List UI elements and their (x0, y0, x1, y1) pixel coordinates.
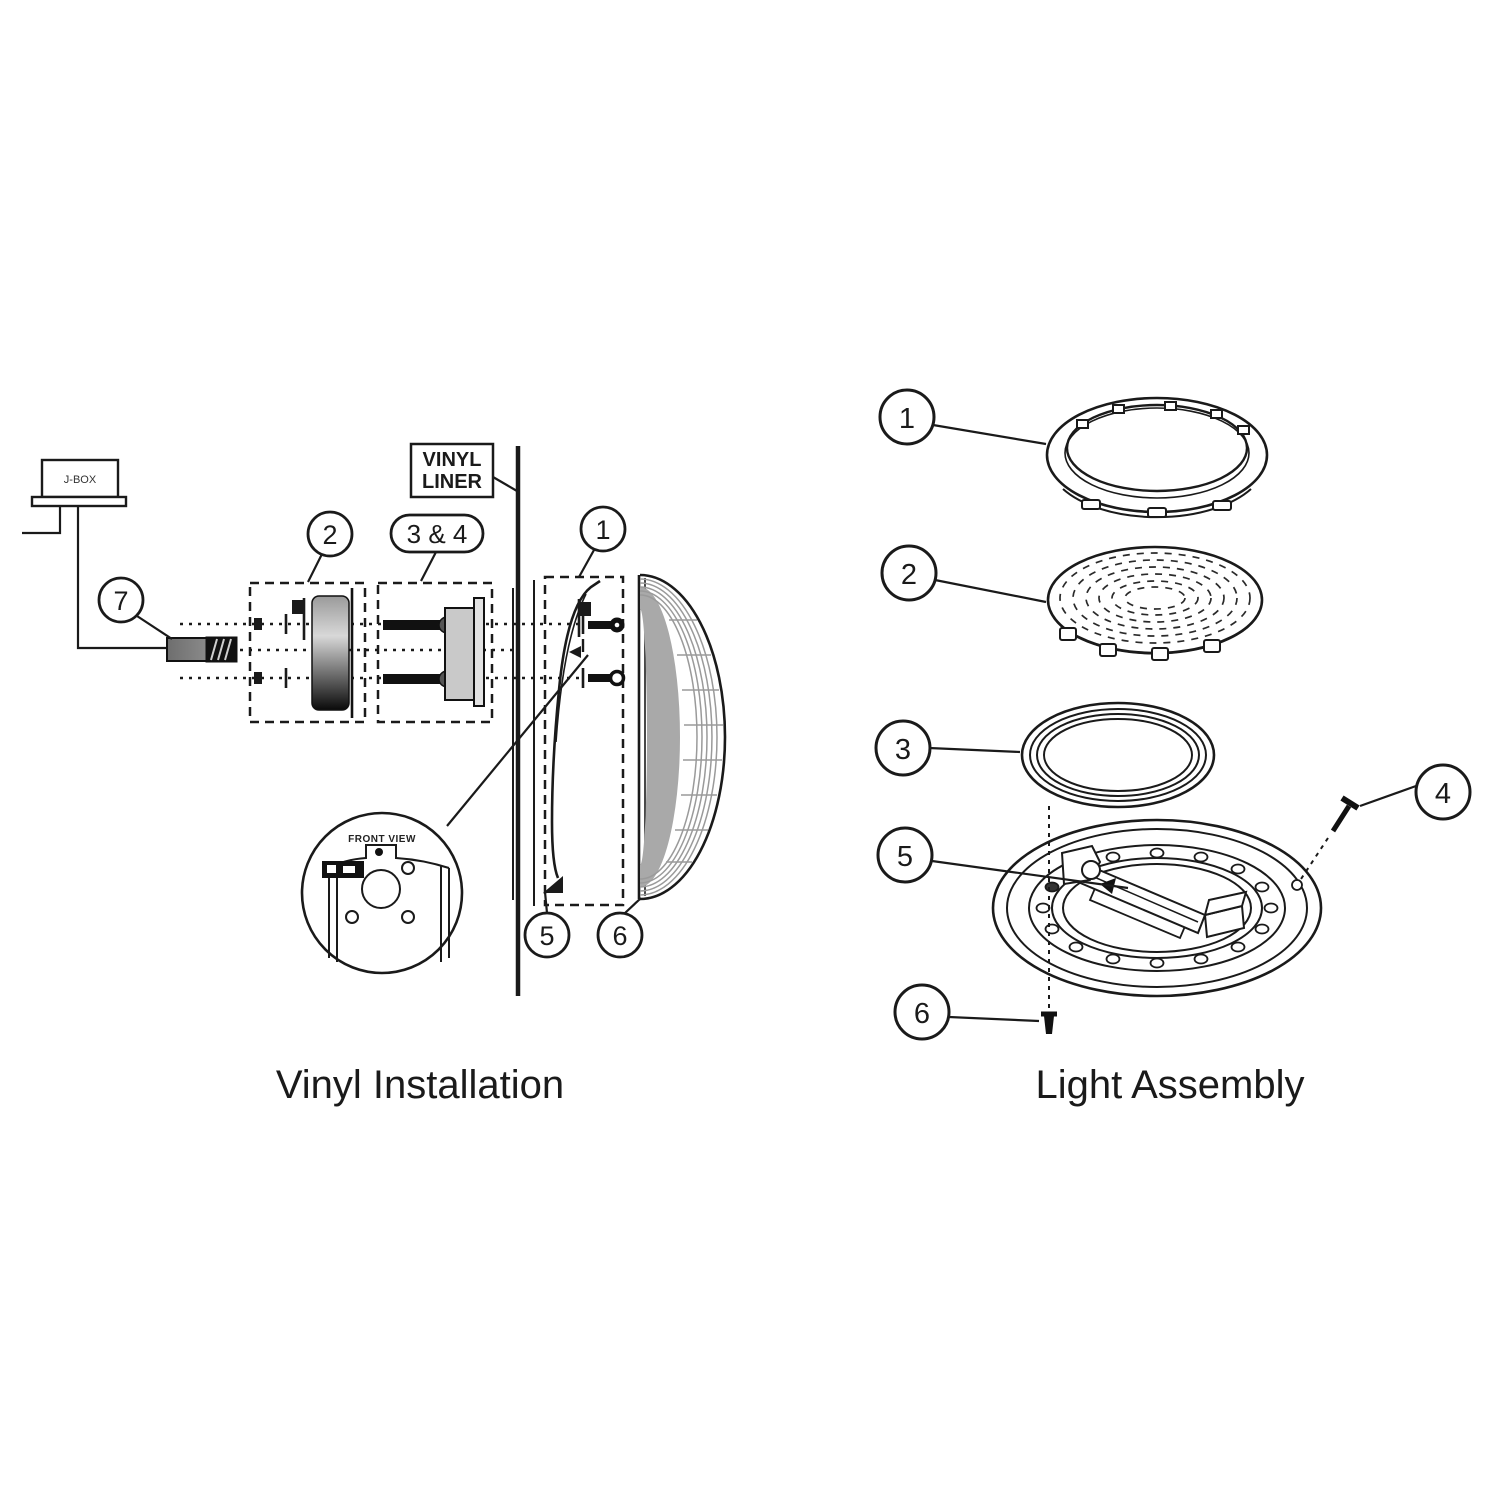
vinyl-liner-word-1: VINYL (423, 449, 482, 471)
callout-3-right-number: 3 (895, 734, 911, 766)
callout-5-left: 5 (523, 891, 571, 959)
callout-2-right-number: 2 (901, 559, 917, 591)
sealing-ring-group (543, 575, 626, 907)
sealing-ring-blade (550, 579, 601, 879)
conduit-fitting (166, 636, 238, 663)
callout-1-left-number: 1 (595, 515, 610, 545)
callout-6-right: 6 (893, 983, 1040, 1041)
vinyl-liner-label: VINYL LINER (409, 442, 518, 499)
trim-ring-tabs (1076, 401, 1250, 518)
callout-6-left: 6 (596, 897, 644, 959)
lamp-shell-shade (640, 587, 680, 887)
front-view-label: FRONT VIEW (348, 834, 416, 845)
callout-3-right: 3 (874, 719, 1021, 777)
callout-7-number: 7 (113, 586, 128, 616)
light-assembly-diagram: 1 2 (874, 388, 1472, 1107)
centerlines (180, 622, 583, 680)
jbox-ground-wire (22, 506, 62, 535)
niche-group (248, 581, 367, 724)
callout-2-left: 2 (306, 510, 354, 583)
lamp-dome (637, 573, 727, 901)
leader-arrowhead (569, 646, 581, 658)
vinyl-liner-word-2: LINER (422, 471, 483, 493)
front-view-detail: FRONT VIEW (300, 646, 589, 975)
dome-outline (639, 573, 727, 901)
right-caption: Light Assembly (1035, 1063, 1304, 1107)
gasket (1020, 701, 1216, 809)
callout-2-right: 2 (880, 544, 1047, 604)
lens (1046, 545, 1264, 661)
lens-texture (1059, 552, 1251, 644)
callout-5-left-number: 5 (539, 921, 554, 951)
lens-tabs (1059, 627, 1221, 661)
callout-1-right-number: 1 (899, 403, 915, 435)
callout-7: 7 (97, 576, 173, 640)
callout-1-right: 1 (878, 388, 1047, 446)
niche-body (311, 595, 350, 711)
callout-4-right: 4 (1359, 763, 1472, 821)
bracket-plate (473, 597, 485, 707)
lens-grid (639, 578, 723, 896)
callout-4-right-number: 4 (1435, 778, 1451, 810)
callout-6-left-number: 6 (612, 921, 627, 951)
callout-1-left: 1 (578, 505, 627, 578)
jbox-conduit-wire (76, 506, 167, 650)
callout-5-right: 5 (876, 826, 1129, 890)
screw-6 (1041, 806, 1057, 1034)
lamp-bracket (1060, 844, 1248, 940)
callout-3-4: 3 & 4 (389, 513, 485, 582)
screw-4 (1300, 795, 1360, 880)
callout-6-right-number: 6 (914, 998, 930, 1030)
left-caption: Vinyl Installation (276, 1063, 564, 1107)
vinyl-installation-diagram: J-BOX 7 (22, 442, 727, 1107)
mounting-bracket (444, 607, 475, 701)
light-housing (991, 818, 1323, 998)
callout-3-4-label: 3 & 4 (407, 519, 468, 549)
junction-box: J-BOX (22, 458, 167, 650)
terminal-block (322, 861, 364, 878)
bolts-bracket-group (376, 581, 494, 724)
callout-5-right-number: 5 (897, 841, 913, 873)
trim-ring (1045, 396, 1269, 519)
pool-wall (512, 446, 535, 996)
callout-2-left-number: 2 (322, 520, 337, 550)
housing-screw-holes (1035, 847, 1279, 969)
jbox-label: J-BOX (64, 474, 97, 486)
blade-foot (543, 876, 563, 893)
